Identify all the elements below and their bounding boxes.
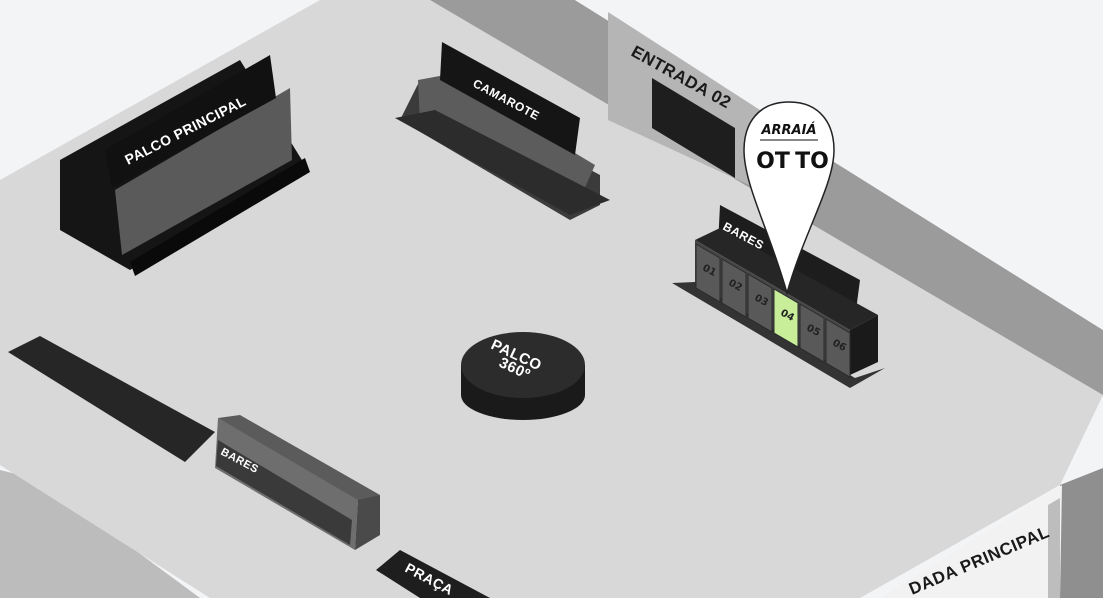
- bar-stall-01[interactable]: [695, 243, 721, 303]
- camarote: CAMAROTE: [395, 42, 610, 220]
- left-counter: [8, 336, 215, 462]
- entrada-02: ENTRADA 02: [608, 12, 760, 190]
- bar-stall-06[interactable]: [825, 318, 851, 378]
- bar-stall-04[interactable]: [773, 288, 799, 348]
- bottom-right-wall: [1060, 468, 1103, 598]
- location-pin[interactable]: ARRAIÁ OT TO: [743, 101, 835, 296]
- pin-logo-line2: OT: [756, 149, 790, 174]
- pin-logo-line1: ARRAIÁ: [760, 122, 816, 138]
- palco-principal: PALCO PRINCIPAL: [60, 55, 310, 276]
- bares-left: BARES: [215, 415, 380, 550]
- left-wall-strip: [0, 470, 200, 598]
- pin-logo-line3: TO: [795, 149, 829, 174]
- bar-stall-02[interactable]: [721, 258, 747, 318]
- bar-stall-05[interactable]: [799, 303, 825, 363]
- bar-stall-03[interactable]: [747, 273, 773, 333]
- palco-360: PALCO 360º: [461, 332, 585, 420]
